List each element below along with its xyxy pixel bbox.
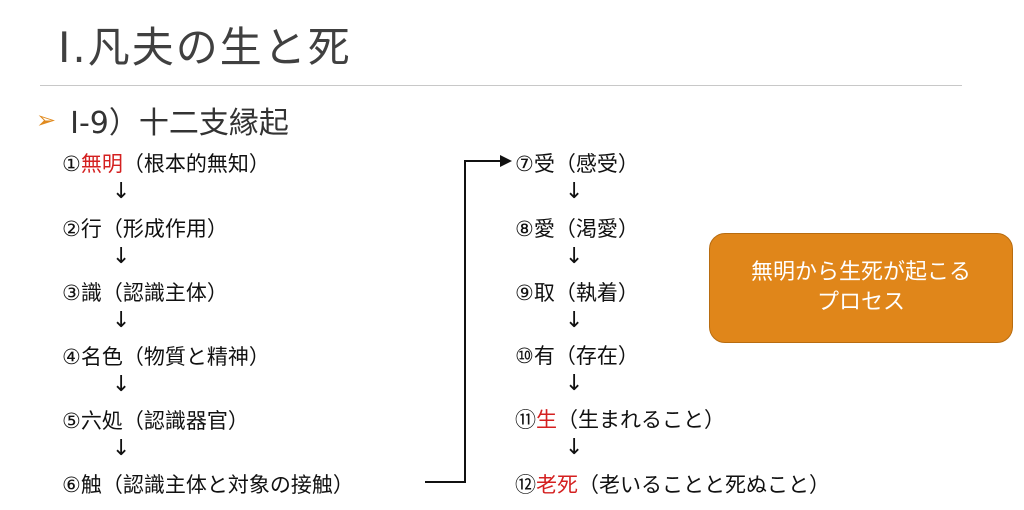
item-text: （生まれること）	[557, 408, 725, 432]
item-text: （根本的無知）	[122, 152, 270, 176]
left-item-2: ②行（形成作用）	[62, 213, 228, 243]
item-num: ⑨	[515, 281, 534, 305]
left-item-3: ③識（認識主体）	[62, 277, 228, 307]
item-red: 無明	[80, 152, 123, 176]
item-num: ⑪	[515, 408, 536, 432]
item-num: ①	[62, 152, 81, 176]
item-num: ⑩	[515, 344, 534, 368]
item-text: 触（認識主体と対象の接触）	[80, 473, 354, 497]
down-arrow-icon: ↓	[112, 244, 131, 269]
bullet-arrow-icon: ➢	[36, 106, 57, 134]
item-text: 受（感受）	[533, 152, 639, 176]
item-text: 愛（渇愛）	[533, 217, 639, 241]
right-item-4: ⑩有（存在）	[515, 340, 639, 370]
down-arrow-icon: ↓	[565, 244, 584, 269]
item-text: 取（執着）	[533, 281, 639, 305]
title-divider	[40, 85, 962, 86]
left-item-5: ⑤六処（認識器官）	[62, 405, 249, 435]
item-text: 有（存在）	[533, 344, 639, 368]
item-text: 名色（物質と精神）	[80, 345, 270, 369]
item-red: 老死	[536, 473, 578, 497]
item-num: ②	[62, 217, 81, 241]
section-heading: ➢ Ⅰ-9）十二支縁起	[36, 98, 289, 142]
down-arrow-icon: ↓	[112, 436, 131, 461]
down-arrow-icon: ↓	[112, 308, 131, 333]
item-red: 生	[536, 408, 557, 432]
callout-line-2: プロセス	[816, 290, 905, 315]
item-text: 識（認識主体）	[80, 281, 228, 305]
left-item-1: ①無明（根本的無知）	[62, 148, 270, 178]
right-item-6: ⑫老死（老いることと死ぬこと）	[515, 469, 830, 499]
item-num: ④	[62, 345, 81, 369]
right-item-1: ⑦受（感受）	[515, 148, 639, 178]
callout-line-1: 無明から生死が起こる	[750, 260, 971, 286]
item-num: ③	[62, 281, 81, 305]
down-arrow-icon: ↓	[565, 371, 584, 396]
down-arrow-icon: ↓	[565, 308, 584, 333]
slide-title: Ⅰ.凡夫の生と死	[58, 23, 352, 72]
down-arrow-icon: ↓	[112, 179, 131, 204]
item-num: ⑧	[515, 217, 534, 241]
down-arrow-icon: ↓	[112, 372, 131, 397]
item-num: ⑥	[62, 473, 81, 497]
item-num: ⑦	[515, 152, 534, 176]
right-item-2: ⑧愛（渇愛）	[515, 213, 639, 243]
section-heading-text: Ⅰ-9）十二支縁起	[70, 106, 289, 141]
item-num: ⑫	[515, 473, 536, 497]
item-text: 行（形成作用）	[80, 217, 228, 241]
right-item-3: ⑨取（執着）	[515, 277, 639, 307]
down-arrow-icon: ↓	[565, 435, 584, 460]
left-item-4: ④名色（物質と精神）	[62, 341, 270, 371]
callout-box: 無明から生死が起こる プロセス	[709, 233, 1013, 343]
item-text: （老いることと死ぬこと）	[578, 473, 830, 497]
item-num: ⑤	[62, 409, 81, 433]
item-text: 六処（認識器官）	[80, 409, 249, 433]
left-item-6: ⑥触（認識主体と対象の接触）	[62, 469, 354, 499]
right-item-5: ⑪生（生まれること）	[515, 404, 725, 434]
down-arrow-icon: ↓	[565, 179, 584, 204]
